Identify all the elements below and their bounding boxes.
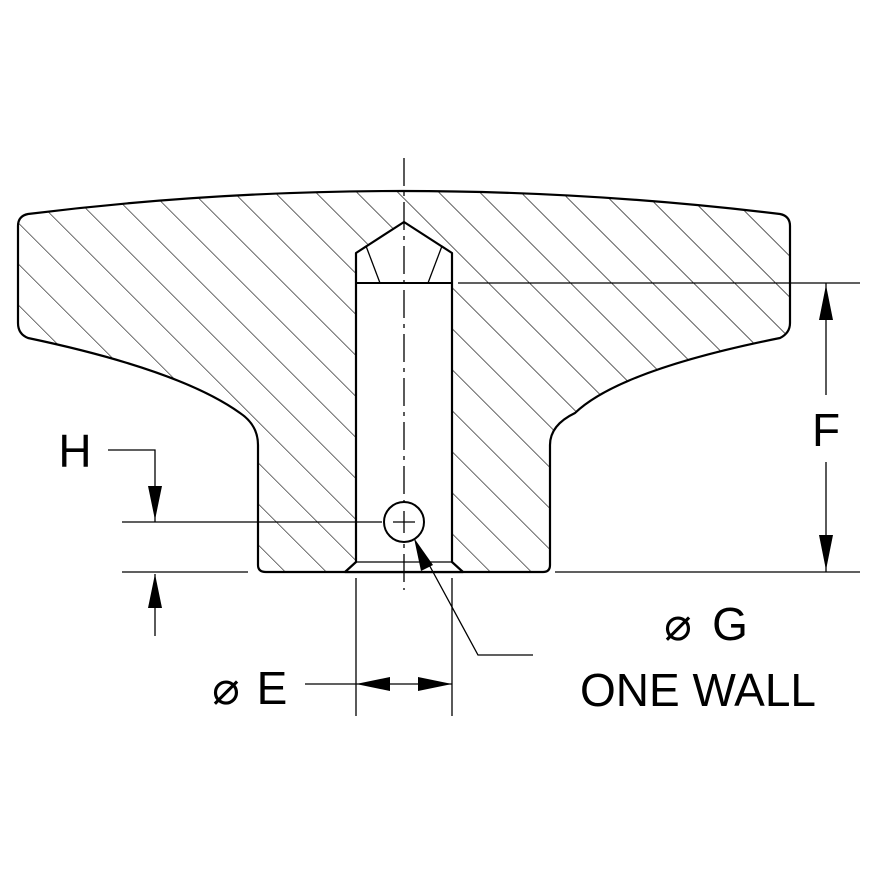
diameter-symbol-e: ⌀ [212, 662, 240, 714]
f-arrow-down [819, 535, 833, 570]
g-leader-arrow [414, 538, 433, 571]
drill-tip-right [427, 245, 443, 284]
dimension-label-h: H [58, 425, 91, 477]
h-arrow-up [148, 574, 162, 608]
g-note-one-wall: ONE WALL [580, 664, 816, 716]
drill-tip-left [365, 245, 381, 284]
dimension-label-f: F [812, 404, 840, 456]
chamfer-line-left [355, 245, 367, 254]
diameter-symbol-g: ⌀ [664, 598, 692, 650]
dimension-label-e: E [257, 662, 288, 714]
h-arrow-down [148, 486, 162, 520]
e-arrow-left [418, 677, 452, 691]
g-leader-line [419, 547, 533, 656]
chamfer-line-right [441, 245, 453, 254]
f-arrow-up [819, 285, 833, 320]
h-leader-top [108, 449, 156, 522]
dimension-label-g: G [712, 598, 748, 650]
e-arrow-right [356, 677, 390, 691]
